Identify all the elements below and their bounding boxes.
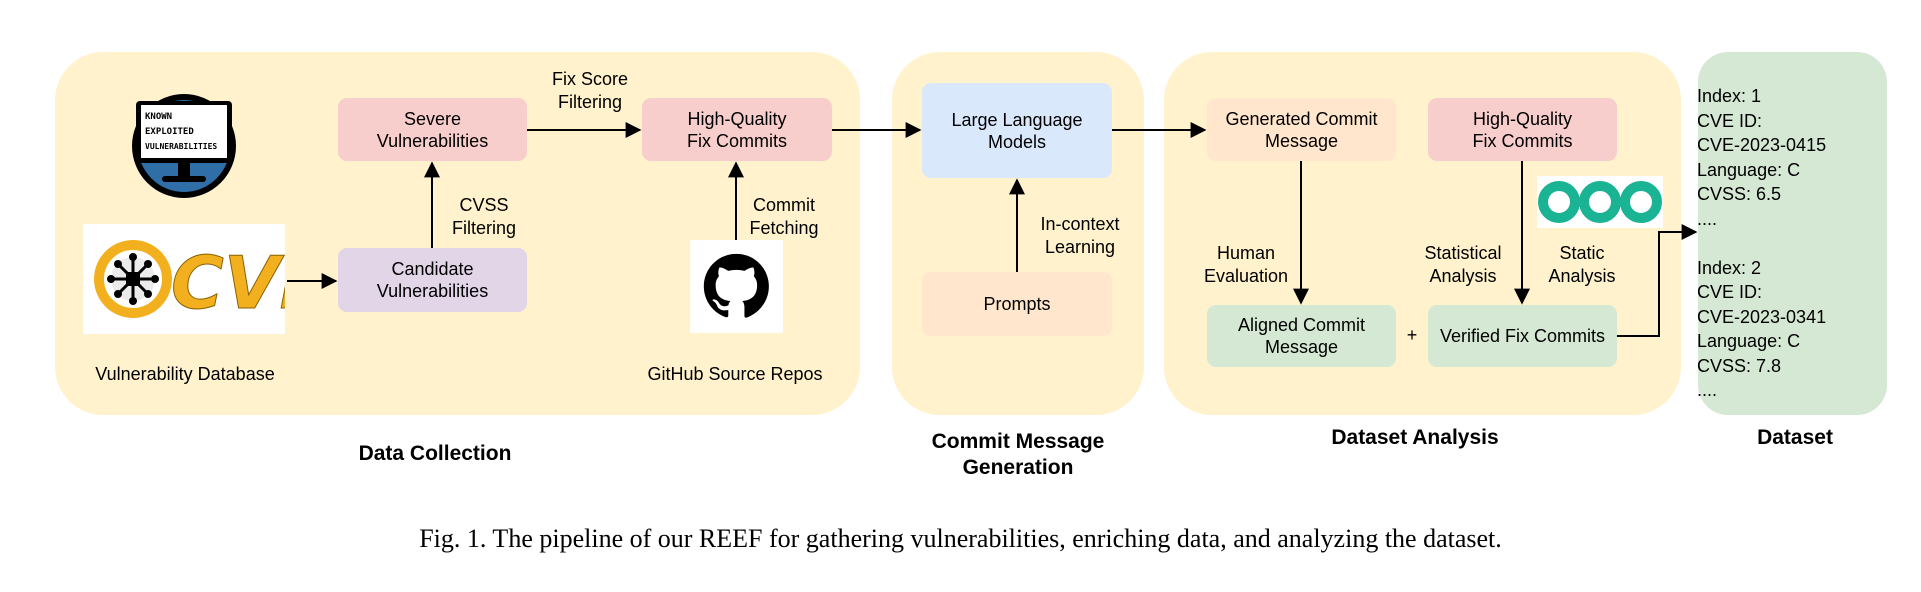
- github-source-repos-label: GitHub Source Repos: [647, 364, 823, 384]
- analysis-title: Dataset Analysis: [1331, 426, 1499, 449]
- aligned-commit-message-box: Aligned Commit Message: [1207, 305, 1396, 367]
- static-analysis-label: Static Analysis: [1548, 243, 1616, 286]
- dataset-line: CVE-2023-0415: [1697, 135, 1827, 155]
- cvss-filtering-label: CVSS Filtering: [451, 195, 517, 238]
- figure-caption: Fig. 1. The pipeline of our REEF for gat…: [419, 524, 1502, 553]
- commit-fetching-label: Commit Fetching: [749, 195, 819, 238]
- dataset-line: Language: C: [1697, 159, 1801, 180]
- generation-title: Commit Message Generation: [931, 430, 1105, 479]
- kev-line-3: VULNERABILITIES: [145, 142, 217, 151]
- arrow-verified-to-dataset: [1617, 224, 1698, 337]
- human-evaluation-label: Human Evaluation: [1203, 243, 1289, 286]
- candidate-vulnerabilities-box: Candidate Vulnerabilities: [338, 248, 527, 312]
- dataset-line: [1697, 231, 1887, 256]
- hq-fix-commits-box: High-Quality Fix Commits: [642, 98, 832, 161]
- dataset-line: Index: 1: [1697, 86, 1762, 106]
- dataset-line: CVE ID:: [1697, 110, 1763, 131]
- dataset-panel: [1698, 52, 1887, 415]
- data-collection-title: Data Collection: [358, 442, 512, 465]
- severe-vulnerabilities-box: Severe Vulnerabilities: [338, 98, 527, 161]
- statistical-analysis-label: Statistical Analysis: [1424, 243, 1502, 286]
- plus-sign: +: [1406, 325, 1418, 345]
- kev-line-1: KNOWN: [145, 112, 172, 122]
- dataset-line: ....: [1697, 208, 1718, 229]
- generated-commit-message-box: Generated Commit Message: [1207, 98, 1396, 161]
- llm-box: Large Language Models: [922, 83, 1112, 178]
- analysis-hq-fix-commits-box: High-Quality Fix Commits: [1428, 98, 1617, 161]
- github-logo: [690, 240, 783, 333]
- vulnerability-database-label: Vulnerability Database: [95, 364, 275, 384]
- dataset-line: CVSS: 6.5: [1697, 184, 1782, 204]
- prompts-box: Prompts: [922, 272, 1112, 336]
- dataset-title: Dataset: [1757, 426, 1833, 449]
- in-context-learning-label: In-context Learning: [1040, 214, 1120, 257]
- kev-line-2: EXPLOITED: [145, 127, 194, 137]
- dataset-line: CVE-2023-0341: [1697, 306, 1827, 327]
- dataset-line: Index: 2: [1697, 257, 1762, 278]
- fix-score-filtering-label: Fix Score Filtering: [551, 69, 629, 112]
- dataset-records: Index: 1 CVE ID: CVE-2023-0415 Language:…: [1697, 84, 1887, 403]
- verified-fix-commits-box: Verified Fix Commits: [1428, 305, 1617, 367]
- dataset-line: CVE ID:: [1697, 282, 1763, 302]
- kev-monitor-icon: KNOWN EXPLOITED VULNERABILITIES: [132, 94, 236, 198]
- dataset-line: Language: C: [1697, 331, 1801, 351]
- dataset-line: CVSS: 7.8: [1697, 355, 1782, 376]
- static-analysis-tool-icon: [1537, 176, 1663, 228]
- dataset-line: ....: [1697, 380, 1718, 400]
- github-octocat-icon: [703, 253, 769, 318]
